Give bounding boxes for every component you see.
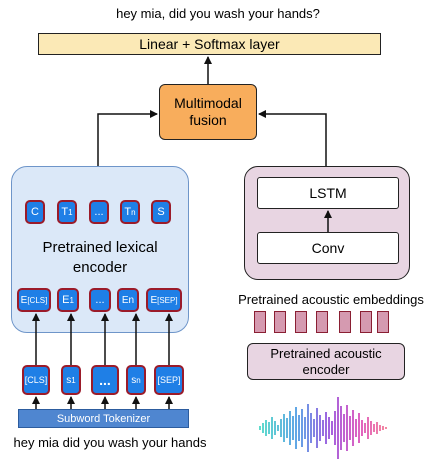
embedding-ellipsis: ... [89, 288, 111, 312]
acoustic-embedding [254, 311, 266, 333]
subword-token-cls: [CLS] [22, 365, 50, 395]
subword-token-sep: [SEP] [154, 365, 184, 395]
output-token-sep: S [151, 200, 171, 224]
embedding-sep: E[SEP] [146, 288, 182, 312]
linear-softmax-layer: Linear + Softmax layer [38, 33, 381, 55]
lstm-block: LSTM [257, 177, 399, 209]
lexical-encoder-title: Pretrained lexical encoder [42, 239, 158, 276]
output-transcript: hey mia, did you wash your hands? [116, 6, 320, 21]
audio-waveform-icon [259, 397, 387, 459]
acoustic-embedding [377, 311, 389, 333]
acoustic-embedding [316, 311, 328, 333]
output-token-cls: C [25, 200, 45, 224]
acoustic-embedding [339, 311, 351, 333]
subword-token-ellipsis: ... [91, 365, 119, 395]
output-token-ellipsis: ... [89, 200, 109, 224]
embedding-en: En [117, 288, 139, 312]
acoustic-embedding [360, 311, 372, 333]
subword-tokenizer: Subword Tokenizer [18, 409, 189, 428]
acoustic-encoder-box: Pretrained acoustic encoder [247, 343, 405, 380]
conv-block: Conv [257, 232, 399, 264]
embedding-cls: E[CLS] [17, 288, 51, 312]
input-transcript: hey mia did you wash your hands [13, 435, 207, 450]
multimodal-fusion-box: Multimodal fusion [159, 84, 257, 140]
acoustic-embedding [295, 311, 307, 333]
acoustic-embedding [274, 311, 286, 333]
acoustic-embeddings-label: Pretrained acoustic embeddings [238, 292, 424, 307]
